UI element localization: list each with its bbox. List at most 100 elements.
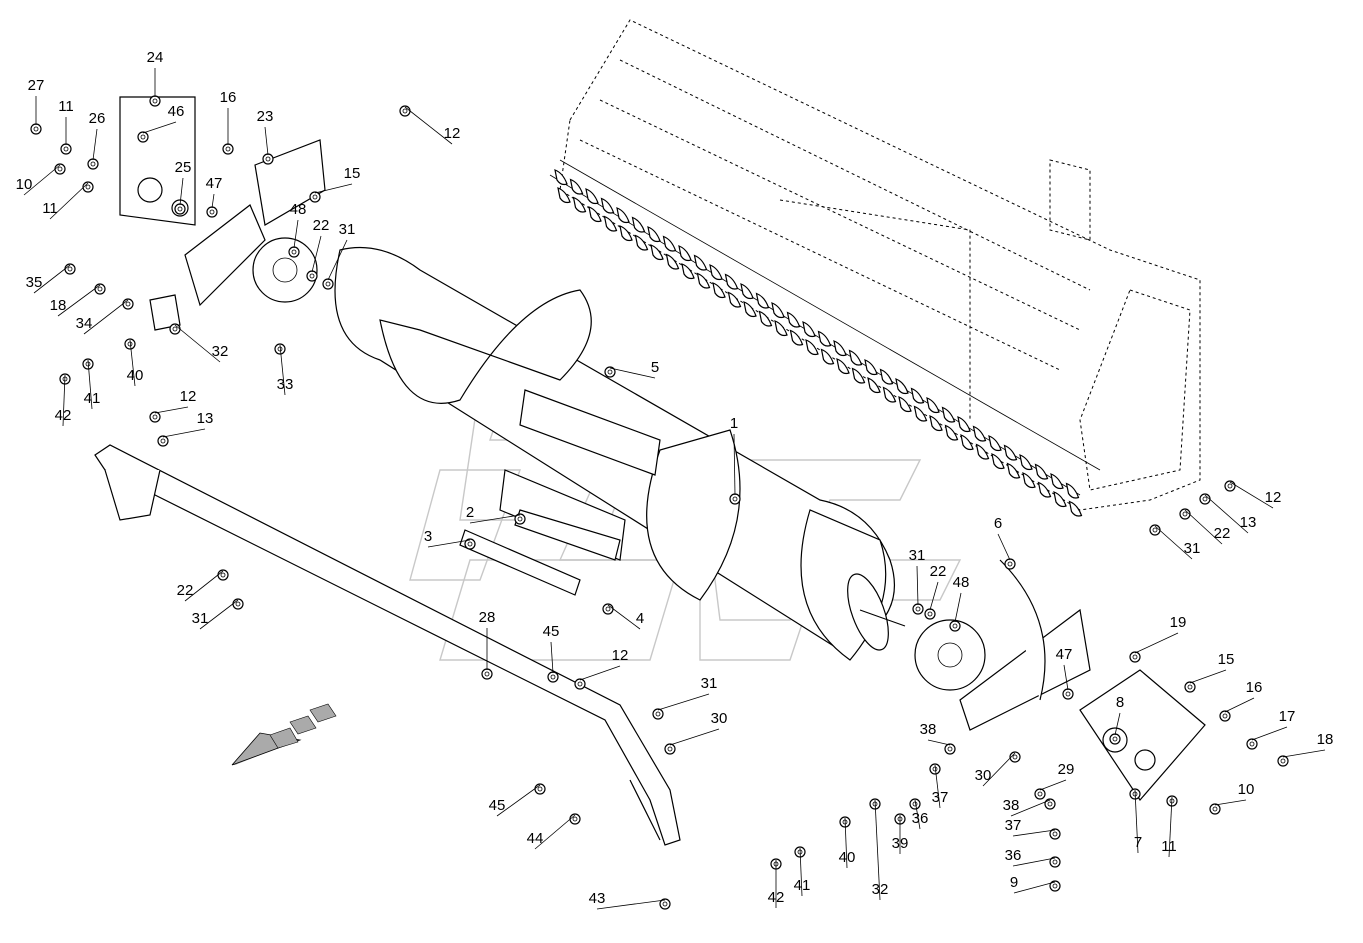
leader-line-c40b [844,817,848,869]
fastener-hole-c6 [1007,561,1013,567]
callout-c22b: 22 [177,582,194,599]
fastener-hole-c13a [160,438,166,444]
cutterbar-finger [616,207,630,224]
cutterbar-finger [650,244,664,261]
fastener-hole-c12a [402,108,408,114]
leader-line-c35 [33,264,71,294]
fastener-hole-c47a [209,209,215,215]
fastener-hole-c34 [125,301,131,307]
leader-line-c40a [129,339,136,387]
fastener-c30b [1009,751,1021,763]
callout-c11c: 11 [1161,838,1177,855]
fastener-hole-c22b [220,572,226,578]
callout-c19: 19 [1170,614,1187,631]
cutterbar-finger [709,264,723,281]
fastener-c26 [87,158,99,170]
leader-line-c36a [914,799,921,830]
fastener-c9 [1049,880,1061,892]
fastener-c22a [306,270,318,282]
leader-line-c13a [162,428,206,438]
fastener-c38b [1044,798,1056,810]
cutterbar-finger [926,397,940,414]
leader-line-c22b [184,570,224,602]
cutterbar-finger [848,349,863,366]
callout-c18b: 18 [1317,731,1334,748]
fastener-hole-c19 [1132,654,1138,660]
leader-line-c22a [311,235,322,273]
cutterbar-finger [820,348,835,365]
fastener-c17 [1246,738,1258,750]
callout-c22d: 22 [930,563,947,580]
leader-line-c26 [92,128,98,161]
fastener-hole-c12b [152,414,158,420]
fastener-c25 [174,203,186,215]
cutterbar-finger [879,368,894,385]
cutterbar-finger [1034,463,1049,480]
fastener-hole-c45a [550,674,556,680]
cutterbar-finger [727,291,742,308]
header-frame [549,19,1201,517]
leader-line-c36b [1012,857,1056,867]
leader-line-c33 [279,344,286,396]
fastener-c11b [82,181,94,193]
leader-line-c12b [154,406,189,414]
callout-c36b: 36 [1005,847,1022,864]
callout-c13b: 13 [1240,514,1257,531]
leader-line-c41b [799,847,803,897]
fastener-c15b [1184,681,1196,693]
cutterbar-finger [941,406,956,423]
fastener-c31a [322,278,334,290]
fastener-hole-c31d [915,606,921,612]
fastener-hole-c22d [927,611,933,617]
cutterbar-finger [712,282,726,299]
callout-c15b: 15 [1218,651,1235,668]
fastener-c18b [1277,755,1289,767]
leader-line-c43 [596,899,666,910]
callout-c40b: 40 [839,849,856,866]
callout-c15a: 15 [344,165,361,182]
cutterbar-finger [619,225,633,242]
callout-c31d: 31 [909,547,926,564]
cutterbar-finger [864,359,878,376]
callout-c12d: 12 [612,647,629,664]
leader-line-c37b [1012,829,1056,837]
leader-line-c12a [404,106,453,145]
leader-line-c42a [62,374,66,427]
fastener-c11a [60,143,72,155]
leader-line-c1 [733,433,736,496]
cutterbar-finger [1022,472,1036,489]
cutterbar-finger [755,292,770,309]
callout-c16a: 16 [220,89,237,106]
fastener-hole-c3 [467,541,473,547]
fastener-hole-c18a [97,286,103,292]
cutterbar-finger [557,187,571,204]
fastener-hole-c5 [607,369,613,375]
cutterbar-finger [910,387,925,404]
callout-c32b: 32 [872,881,889,898]
leader-line-c12c [1229,481,1274,509]
leader-line-c6 [997,533,1011,561]
callout-c3: 3 [424,528,432,545]
callout-c45a: 45 [543,623,560,640]
leader-line-c31e [657,693,710,711]
callout-c31e: 31 [701,675,718,692]
leader-line-c11c [1168,796,1173,858]
leader-line-c30b [982,752,1016,787]
fastener-c13a [157,435,169,447]
fastener-hole-c25 [177,206,183,212]
fastener-c48b [949,620,961,632]
leader-line-c29 [1039,779,1067,791]
fastener-c30a [664,743,676,755]
callout-c28: 28 [479,609,496,626]
fastener-c43 [659,898,671,910]
fastener-hole-c23 [265,156,271,162]
leader-line-c44 [534,814,576,850]
cutterbar-finger [789,329,804,346]
fastener-c36b [1049,856,1061,868]
callout-c23: 23 [257,108,274,125]
callout-c37b: 37 [1005,817,1022,834]
leader-line-c45a [550,641,554,674]
leader-line-c18a [57,284,101,317]
fastener-hole-c47b [1065,691,1071,697]
